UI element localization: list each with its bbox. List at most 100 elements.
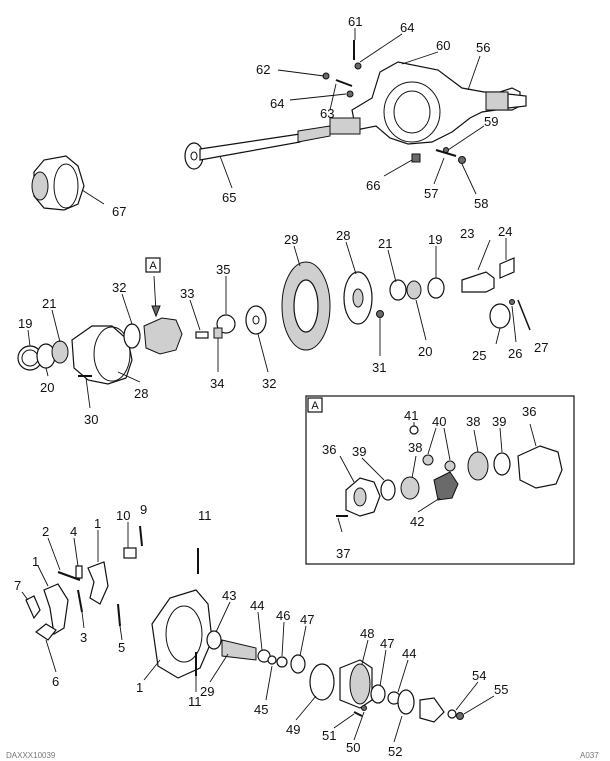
callout-3: 3 — [80, 630, 87, 645]
lock-6 — [34, 623, 57, 641]
callout-21: 21 — [378, 236, 392, 251]
detail-frame — [305, 395, 575, 565]
callout-44: 44 — [250, 598, 264, 613]
washer-32-right-hole — [252, 315, 260, 325]
callout-67: 67 — [112, 204, 126, 219]
callout-54: 54 — [472, 668, 486, 683]
bearing-cone-20-right — [406, 280, 422, 300]
pin-33 — [195, 331, 209, 339]
footer-code: DAXXX10039 — [6, 751, 56, 760]
carrier-67 — [33, 155, 85, 211]
callout-39: 39 — [492, 414, 506, 429]
pinion-40a — [422, 454, 434, 466]
carrier-1-bore — [165, 605, 203, 663]
housing-bowl — [383, 81, 441, 143]
callout-64: 64 — [400, 20, 414, 35]
spacer-46 — [276, 656, 288, 668]
washer-32-left — [123, 323, 141, 349]
carrier-67-bore — [31, 171, 49, 201]
carrier-1 — [151, 589, 213, 679]
callout-9: 9 — [140, 502, 147, 517]
adjuster-23 — [461, 271, 495, 293]
callout-11: 11 — [188, 694, 202, 709]
arrow-a — [151, 305, 161, 318]
callout-28: 28 — [336, 228, 350, 243]
detail-a-indicator-label: A — [149, 260, 157, 272]
bearing-cone-21-right — [389, 279, 407, 301]
callout-27: 27 — [534, 340, 548, 355]
diff-assembly-a — [143, 317, 183, 355]
bearing-cup-19-right — [427, 277, 445, 299]
callout-43: 43 — [222, 588, 236, 603]
callout-51: 51 — [322, 728, 336, 743]
lock-plate-24 — [499, 257, 515, 279]
callout-30: 30 — [84, 412, 98, 427]
pinion-40b — [444, 460, 456, 472]
callout-55: 55 — [494, 682, 508, 697]
case-36-right — [517, 445, 563, 489]
callout-36: 36 — [322, 442, 336, 457]
bearing-43 — [206, 630, 222, 650]
callout-44: 44 — [402, 646, 416, 661]
callout-25: 25 — [472, 348, 486, 363]
callout-49: 49 — [286, 722, 300, 737]
side-gear-38-right — [467, 451, 489, 481]
callout-31: 31 — [372, 360, 386, 375]
axle-shaft-flange-hub — [190, 151, 198, 161]
callout-57: 57 — [424, 186, 438, 201]
callout-4: 4 — [70, 524, 77, 539]
washer-54 — [447, 709, 457, 719]
bearing-cap-1b — [43, 583, 69, 635]
footer-page: A037 — [580, 751, 599, 760]
callout-10: 10 — [116, 508, 130, 523]
washer-64a — [354, 62, 362, 70]
housing-bowl-inner — [393, 90, 431, 134]
bearing-47b — [370, 684, 386, 704]
bolt-27 — [517, 299, 531, 331]
callout-64: 64 — [270, 96, 284, 111]
ring-gear-29-inner — [293, 279, 319, 333]
case-half-28-left-flange — [93, 326, 131, 382]
callout-29: 29 — [200, 684, 214, 699]
callouts: 61 64 60 56 62 64 63 59 67 65 66 57 58 2… — [14, 14, 548, 759]
nut-55 — [456, 712, 464, 720]
washer-41 — [409, 425, 419, 435]
callout-38: 38 — [408, 440, 422, 455]
housing-tube-left — [329, 117, 361, 135]
callout-62: 62 — [256, 62, 270, 77]
callout-19: 19 — [18, 316, 32, 331]
callout-20: 20 — [418, 344, 432, 359]
callout-59: 59 — [484, 114, 498, 129]
side-gear-38-left — [400, 476, 420, 500]
callout-20: 20 — [40, 380, 54, 395]
drive-pinion-29 — [221, 639, 257, 661]
bolt-9 — [139, 525, 143, 547]
cap-7 — [25, 595, 41, 620]
detail-a-indicator — [145, 257, 161, 273]
bearing-47a — [290, 654, 306, 674]
bolt-63 — [335, 79, 353, 87]
housing-spindle — [507, 93, 527, 109]
callout-26: 26 — [508, 346, 522, 361]
callout-47: 47 — [300, 612, 314, 627]
washer-64b — [346, 90, 354, 98]
case-half-28-right-hub — [352, 288, 364, 308]
detail-tag-box — [307, 397, 323, 413]
callout-34: 34 — [210, 376, 224, 391]
callout-46: 46 — [276, 608, 290, 623]
washer-26 — [509, 299, 515, 305]
callout-42: 42 — [410, 514, 424, 529]
washer-50 — [361, 705, 367, 711]
washer-32-right — [245, 305, 267, 335]
callout-60: 60 — [436, 38, 450, 53]
carrier-67-flange — [53, 163, 79, 209]
callout-6: 6 — [52, 674, 59, 689]
leader-lines — [21, 28, 537, 743]
callout-45: 45 — [254, 702, 268, 717]
detail-tag: A — [311, 400, 319, 412]
callout-35: 35 — [216, 262, 230, 277]
callout-1: 1 — [94, 516, 101, 531]
callout-47: 47 — [380, 636, 394, 651]
housing-tube-right — [485, 91, 509, 111]
